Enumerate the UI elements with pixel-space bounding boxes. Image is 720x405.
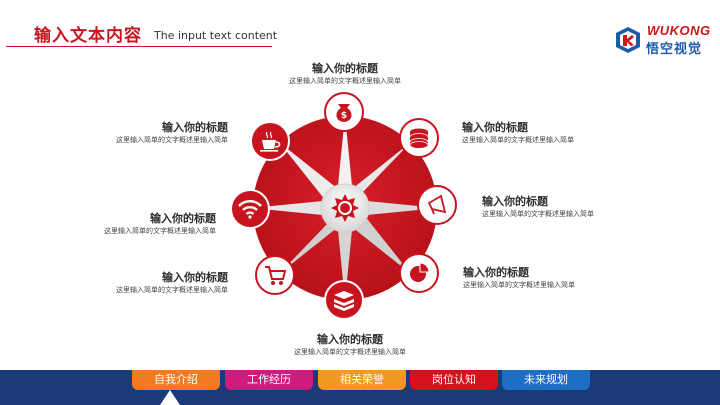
node-circle xyxy=(417,185,457,225)
tab-honors[interactable]: 相关荣誉 xyxy=(318,370,406,390)
item-title: 输入你的标题 xyxy=(317,333,383,346)
node-pie-chart xyxy=(399,253,439,293)
node-coffee-cup xyxy=(250,121,290,161)
pie-chart-icon xyxy=(410,262,430,282)
item-title: 输入你的标题 xyxy=(150,212,216,225)
coffee-cup-icon xyxy=(260,131,281,152)
item-label: 输入你的标题 这里输入简单的文字概述里输入简单 xyxy=(68,271,228,295)
gear-icon xyxy=(331,194,359,222)
logo: WUKONG 悟空视觉 xyxy=(614,22,714,57)
item-desc: 这里输入简单的文字概述里输入简单 xyxy=(116,286,228,294)
wifi-icon xyxy=(238,200,262,219)
item-label: 输入你的标题 这里输入简单的文字概述里输入简单 xyxy=(482,195,642,219)
svg-text:$: $ xyxy=(341,111,347,121)
node-coin-stack xyxy=(399,118,439,158)
item-label: 输入你的标题 这里输入简单的文字概述里输入简单 xyxy=(68,121,228,145)
money-bag-icon: $ xyxy=(336,104,352,122)
node-shopping-cart xyxy=(255,255,295,295)
tab-position-cognition[interactable]: 岗位认知 xyxy=(410,370,498,390)
page-subtitle: The input text content xyxy=(154,29,278,42)
node-circle xyxy=(230,189,270,229)
node-circle xyxy=(255,255,295,295)
tab-future-plan[interactable]: 未来规划 xyxy=(502,370,590,390)
header-divider xyxy=(6,46,272,47)
item-label: 输入你的标题 这里输入简单的文字概述里输入简单 xyxy=(56,212,216,236)
item-title: 输入你的标题 xyxy=(482,195,548,208)
node-layers xyxy=(324,280,364,320)
logo-text-cn: 悟空视觉 xyxy=(646,42,703,57)
node-megaphone xyxy=(417,185,457,225)
item-title: 输入你的标题 xyxy=(463,266,529,279)
tab-work-experience[interactable]: 工作经历 xyxy=(225,370,313,390)
layers-icon xyxy=(334,291,354,311)
item-label: 输入你的标题 这里输入简单的文字概述里输入简单 xyxy=(462,121,622,145)
coin-stack-icon xyxy=(409,128,429,149)
item-desc: 这里输入简单的文字概述里输入简单 xyxy=(482,210,594,218)
item-label: 输入你的标题 这里输入简单的文字概述里输入简单 xyxy=(260,333,440,357)
item-desc: 这里输入简单的文字概述里输入简单 xyxy=(462,136,574,144)
item-desc: 这里输入简单的文字概述里输入简单 xyxy=(294,348,406,356)
item-desc: 这里输入简单的文字概述里输入简单 xyxy=(104,227,216,235)
tab-self-intro[interactable]: 自我介绍 xyxy=(132,370,220,390)
item-desc: 这里输入简单的文字概述里输入简单 xyxy=(289,77,401,85)
item-desc: 这里输入简单的文字概述里输入简单 xyxy=(116,136,228,144)
item-label: 输入你的标题 这里输入简单的文字概述里输入简单 xyxy=(463,266,623,290)
item-label: 输入你的标题 这里输入简单的文字概述里输入简单 xyxy=(255,62,435,86)
item-title: 输入你的标题 xyxy=(462,121,528,134)
logo-text-en: WUKONG xyxy=(647,23,711,38)
page-title: 输入文本内容 xyxy=(34,26,142,46)
node-money-bag: $ xyxy=(324,92,364,132)
item-desc: 这里输入简单的文字概述里输入简单 xyxy=(463,281,575,289)
node-circle xyxy=(324,280,364,320)
node-wifi xyxy=(230,189,270,229)
megaphone-icon xyxy=(427,194,447,215)
item-title: 输入你的标题 xyxy=(312,62,378,75)
logo-mark-icon xyxy=(616,27,640,53)
item-title: 输入你的标题 xyxy=(162,121,228,134)
active-tab-indicator xyxy=(160,390,180,405)
item-title: 输入你的标题 xyxy=(162,271,228,284)
shopping-cart-icon xyxy=(265,266,287,285)
